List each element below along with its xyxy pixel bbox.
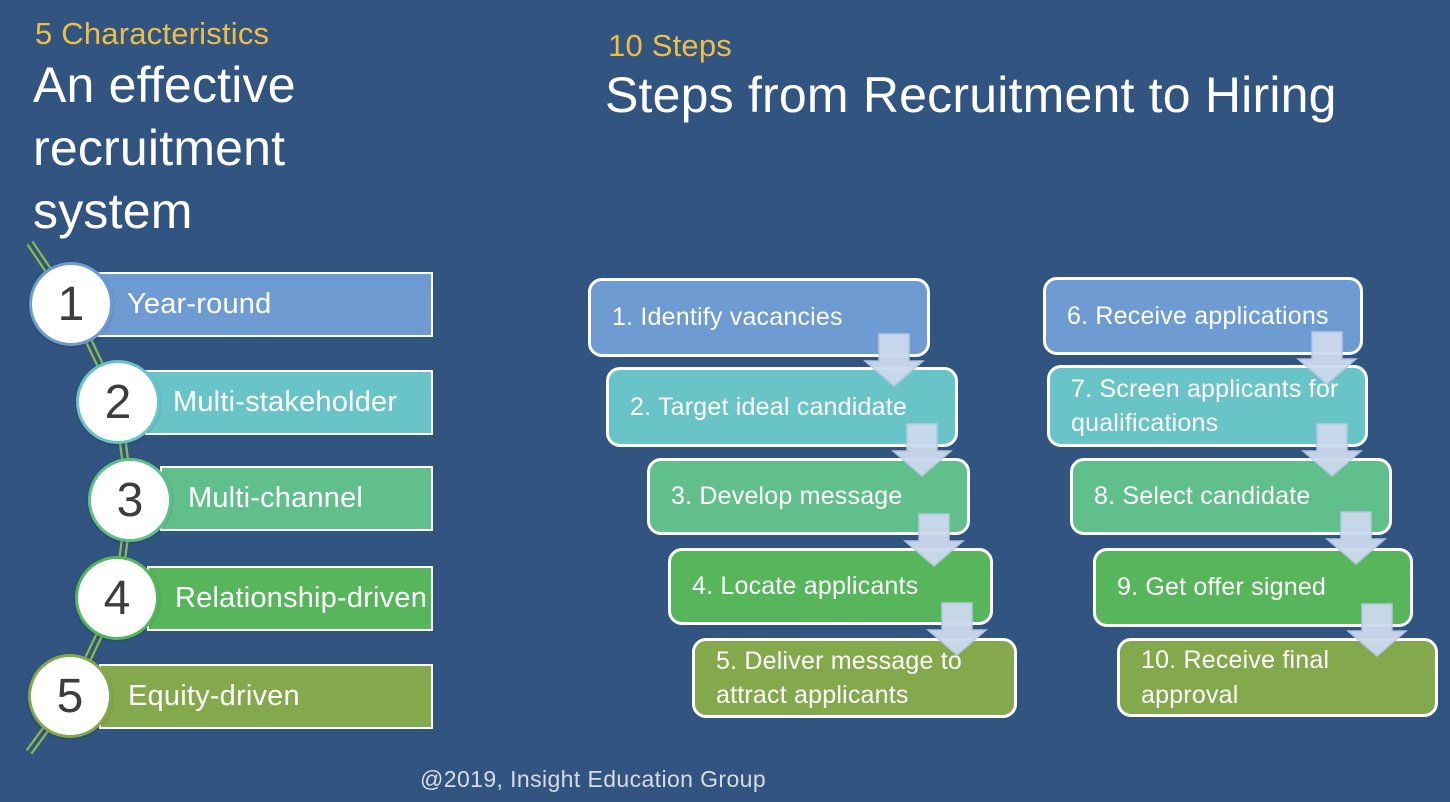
characteristic-label: Equity-driven — [128, 680, 300, 712]
characteristic-label: Year-round — [127, 288, 272, 320]
step-box: 1. Identify vacancies — [588, 278, 930, 357]
step-box: 6. Receive applications — [1043, 277, 1363, 355]
step-box: 4. Locate applicants — [668, 548, 993, 625]
step-label: 7. Screen applicants for qualifications — [1071, 374, 1339, 438]
characteristic-number: 3 — [88, 458, 172, 542]
step-box: 7. Screen applicants for qualifications — [1047, 365, 1368, 447]
step-box: 10. Receive final approval — [1117, 638, 1438, 717]
step-box: 8. Select candidate — [1070, 458, 1392, 535]
characteristic-bar: Year-round — [95, 272, 433, 337]
step-label: 6. Receive applications — [1067, 301, 1329, 330]
characteristic-label: Relationship-driven — [175, 582, 428, 614]
step-label: 3. Develop message — [671, 482, 903, 511]
characteristic-bar: Multi-stakeholder — [145, 370, 433, 435]
step-label: 8. Select candidate — [1094, 482, 1311, 511]
characteristic-label: Multi-channel — [188, 482, 364, 514]
step-label: 2. Target ideal candidate — [630, 392, 907, 421]
characteristic-number: 4 — [75, 556, 159, 640]
right-title: Steps from Recruitment to Hiring — [605, 67, 1337, 123]
characteristic-bar: Multi-channel — [160, 466, 433, 531]
step-box: 9. Get offer signed — [1093, 548, 1413, 627]
characteristic-bar: Relationship-driven — [147, 566, 433, 631]
characteristic-label: Multi-stakeholder — [173, 386, 398, 418]
step-box: 3. Develop message — [647, 458, 970, 535]
characteristic-number: 5 — [28, 654, 112, 738]
footer-credit: @2019, Insight Education Group — [420, 766, 767, 792]
left-title: An effective recruitment system — [33, 57, 296, 239]
step-label: 4. Locate applicants — [692, 572, 919, 601]
right-kicker: 10 Steps — [608, 28, 732, 63]
step-box: 2. Target ideal candidate — [606, 367, 958, 447]
step-label: 5. Deliver message to attract applicants — [716, 646, 962, 710]
left-kicker: 5 Characteristics — [35, 16, 270, 51]
step-label: 9. Get offer signed — [1117, 573, 1327, 602]
step-box: 5. Deliver message to attract applicants — [692, 638, 1017, 718]
step-label: 1. Identify vacancies — [612, 303, 843, 332]
characteristic-number: 2 — [76, 360, 160, 444]
characteristic-bar: Equity-driven — [99, 664, 433, 729]
characteristic-number: 1 — [29, 262, 113, 346]
step-label: 10. Receive final approval — [1141, 646, 1330, 709]
